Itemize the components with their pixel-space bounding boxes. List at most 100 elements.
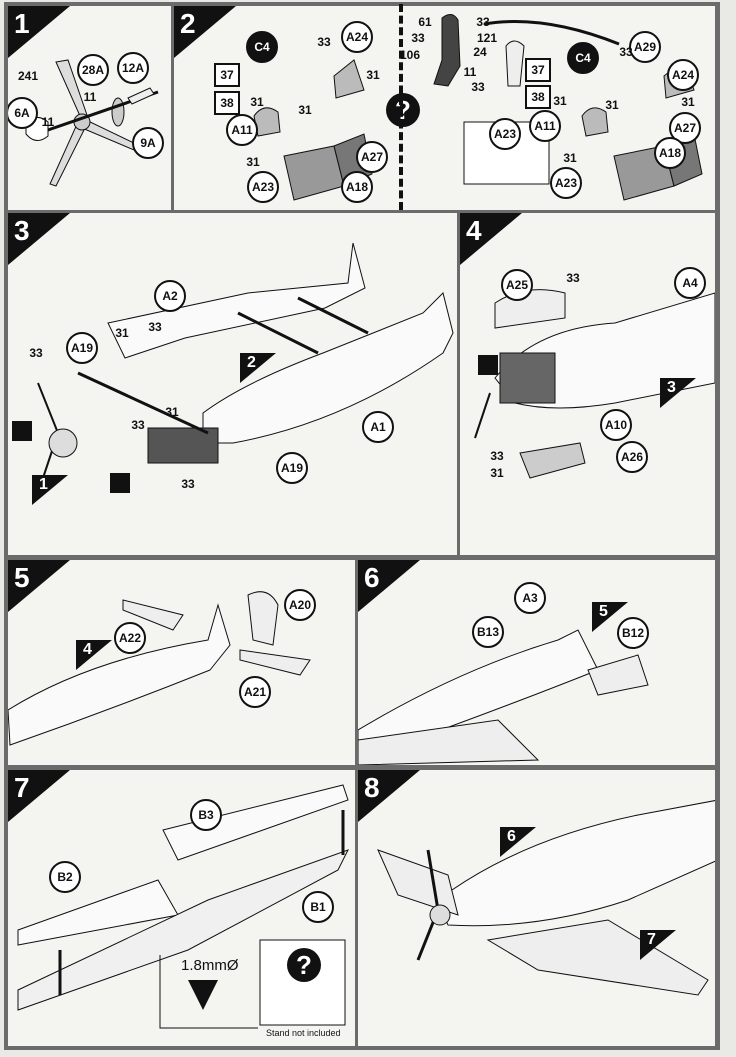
decal-box: 37 (525, 58, 551, 82)
part-callout: B1 (302, 891, 334, 923)
decal-box: 38 (525, 85, 551, 109)
alternative-divider (399, 4, 403, 210)
part-callout: A18 (341, 171, 373, 203)
fuselage-drawing (37, 242, 454, 494)
paint-number: 31 (563, 151, 577, 165)
part-callout: A19 (66, 332, 98, 364)
part-callout: A23 (247, 171, 279, 203)
black-marker (478, 355, 498, 375)
part-callout: C4 (567, 42, 599, 74)
part-callout: A24 (667, 59, 699, 91)
paint-number: 33 (181, 477, 195, 491)
decal-box: 38 (214, 91, 240, 115)
drill-size-label: 1.8mmØ (181, 957, 239, 974)
paint-number: 33 (619, 45, 633, 59)
paint-number: 31 (165, 405, 179, 419)
step-reference-arrow: 5 (592, 602, 628, 632)
paint-number: 31 (366, 68, 380, 82)
propeller-drawing (25, 59, 159, 187)
step-reference-arrow: 7 (640, 930, 676, 960)
part-callout: A3 (514, 582, 546, 614)
paint-number: 31 (250, 95, 264, 109)
optional-question-icon: ? (386, 93, 420, 127)
paint-number: 33 (476, 15, 490, 29)
final-assembly-drawing (377, 800, 715, 996)
step-reference-arrow: 6 (500, 827, 536, 857)
paint-number: 24 (473, 45, 487, 59)
part-callout: A19 (276, 452, 308, 484)
step-number: 6 (358, 560, 420, 612)
part-callout: A27 (356, 141, 388, 173)
step-5-panel: 5 A22 A20 A21 4 (8, 560, 355, 765)
step-number: 5 (8, 560, 70, 612)
part-callout: 12A (117, 52, 149, 84)
step-4-panel: 4 A25 A4 A10 A26 33 33 31 3 (460, 213, 715, 555)
part-callout: A25 (501, 269, 533, 301)
part-callout: A23 (550, 167, 582, 199)
paint-number: 106 (399, 48, 421, 62)
step-reference-arrow: 1 (32, 475, 68, 505)
part-callout: A24 (341, 21, 373, 53)
step-number: 7 (8, 770, 70, 822)
stand-note: Stand not included (266, 1028, 341, 1038)
wing-root-drawing (358, 629, 649, 765)
wing-assembly-drawing (17, 784, 350, 1029)
part-callout: A4 (674, 267, 706, 299)
step-number: 1 (8, 6, 70, 58)
paint-number: 31 (605, 98, 619, 112)
step-7-panel: 7 B3 B2 B1 1.8mmØ ? Stand not included (8, 770, 355, 1046)
paint-number: 31 (490, 466, 504, 480)
step-reference-arrow: 4 (76, 640, 112, 670)
black-marker (12, 421, 32, 441)
step-reference-arrow: 2 (240, 353, 276, 383)
part-callout: A21 (239, 676, 271, 708)
paint-number: 31 (115, 326, 129, 340)
paint-number: 11 (83, 90, 97, 104)
paint-number: 33 (148, 320, 162, 334)
paint-number: 33 (490, 449, 504, 463)
part-callout: B2 (49, 861, 81, 893)
paint-number: 31 (681, 95, 695, 109)
part-callout: A2 (154, 280, 186, 312)
step-3-panel: 3 A2 A19 A1 A19 31 33 33 31 33 33 2 1 (8, 213, 457, 555)
decal-box: 37 (214, 63, 240, 87)
part-callout: A1 (362, 411, 394, 443)
part-callout: A11 (226, 114, 258, 146)
part-callout: 9A (132, 127, 164, 159)
part-callout: A20 (284, 589, 316, 621)
step-1-panel: 1 28A 12A 6A 9A 241 11 11 (8, 6, 171, 210)
paint-number: 61 (418, 15, 432, 29)
black-marker (110, 473, 130, 493)
step-number: 3 (8, 213, 70, 265)
step-6-panel: 6 A3 B13 B12 5 (358, 560, 715, 765)
part-callout: A10 (600, 409, 632, 441)
part-callout: A18 (654, 137, 686, 169)
part-callout: A11 (529, 110, 561, 142)
part-callout: 6A (8, 97, 38, 129)
part-callout: B3 (190, 799, 222, 831)
paint-number: 31 (246, 155, 260, 169)
paint-number: 31 (553, 94, 567, 108)
step-number: 2 (174, 6, 236, 58)
step-8-panel: 8 6 7 (358, 770, 715, 1046)
tail-drawing (8, 591, 311, 746)
paint-number: 33 (29, 346, 43, 360)
paint-number: 33 (471, 80, 485, 94)
step-2-panel: 2 C4 A24 A11 A27 A23 A18 33 31 31 31 31 … (174, 6, 715, 210)
part-callout: A27 (669, 112, 701, 144)
optional-question-icon: ? (287, 948, 321, 982)
part-callout: C4 (246, 31, 278, 63)
step-number: 4 (460, 213, 522, 265)
paint-number: 11 (41, 115, 55, 129)
part-callout: 28A (77, 54, 109, 86)
paint-number: 241 (17, 69, 39, 83)
step-number: 8 (358, 770, 420, 822)
part-callout: A29 (629, 31, 661, 63)
part-callout: A26 (616, 441, 648, 473)
part-callout: B13 (472, 616, 504, 648)
part-callout: A22 (114, 622, 146, 654)
step-reference-arrow: 3 (660, 378, 696, 408)
part-callout: B12 (617, 617, 649, 649)
paint-number: 33 (411, 31, 425, 45)
paint-number: 121 (476, 31, 498, 45)
